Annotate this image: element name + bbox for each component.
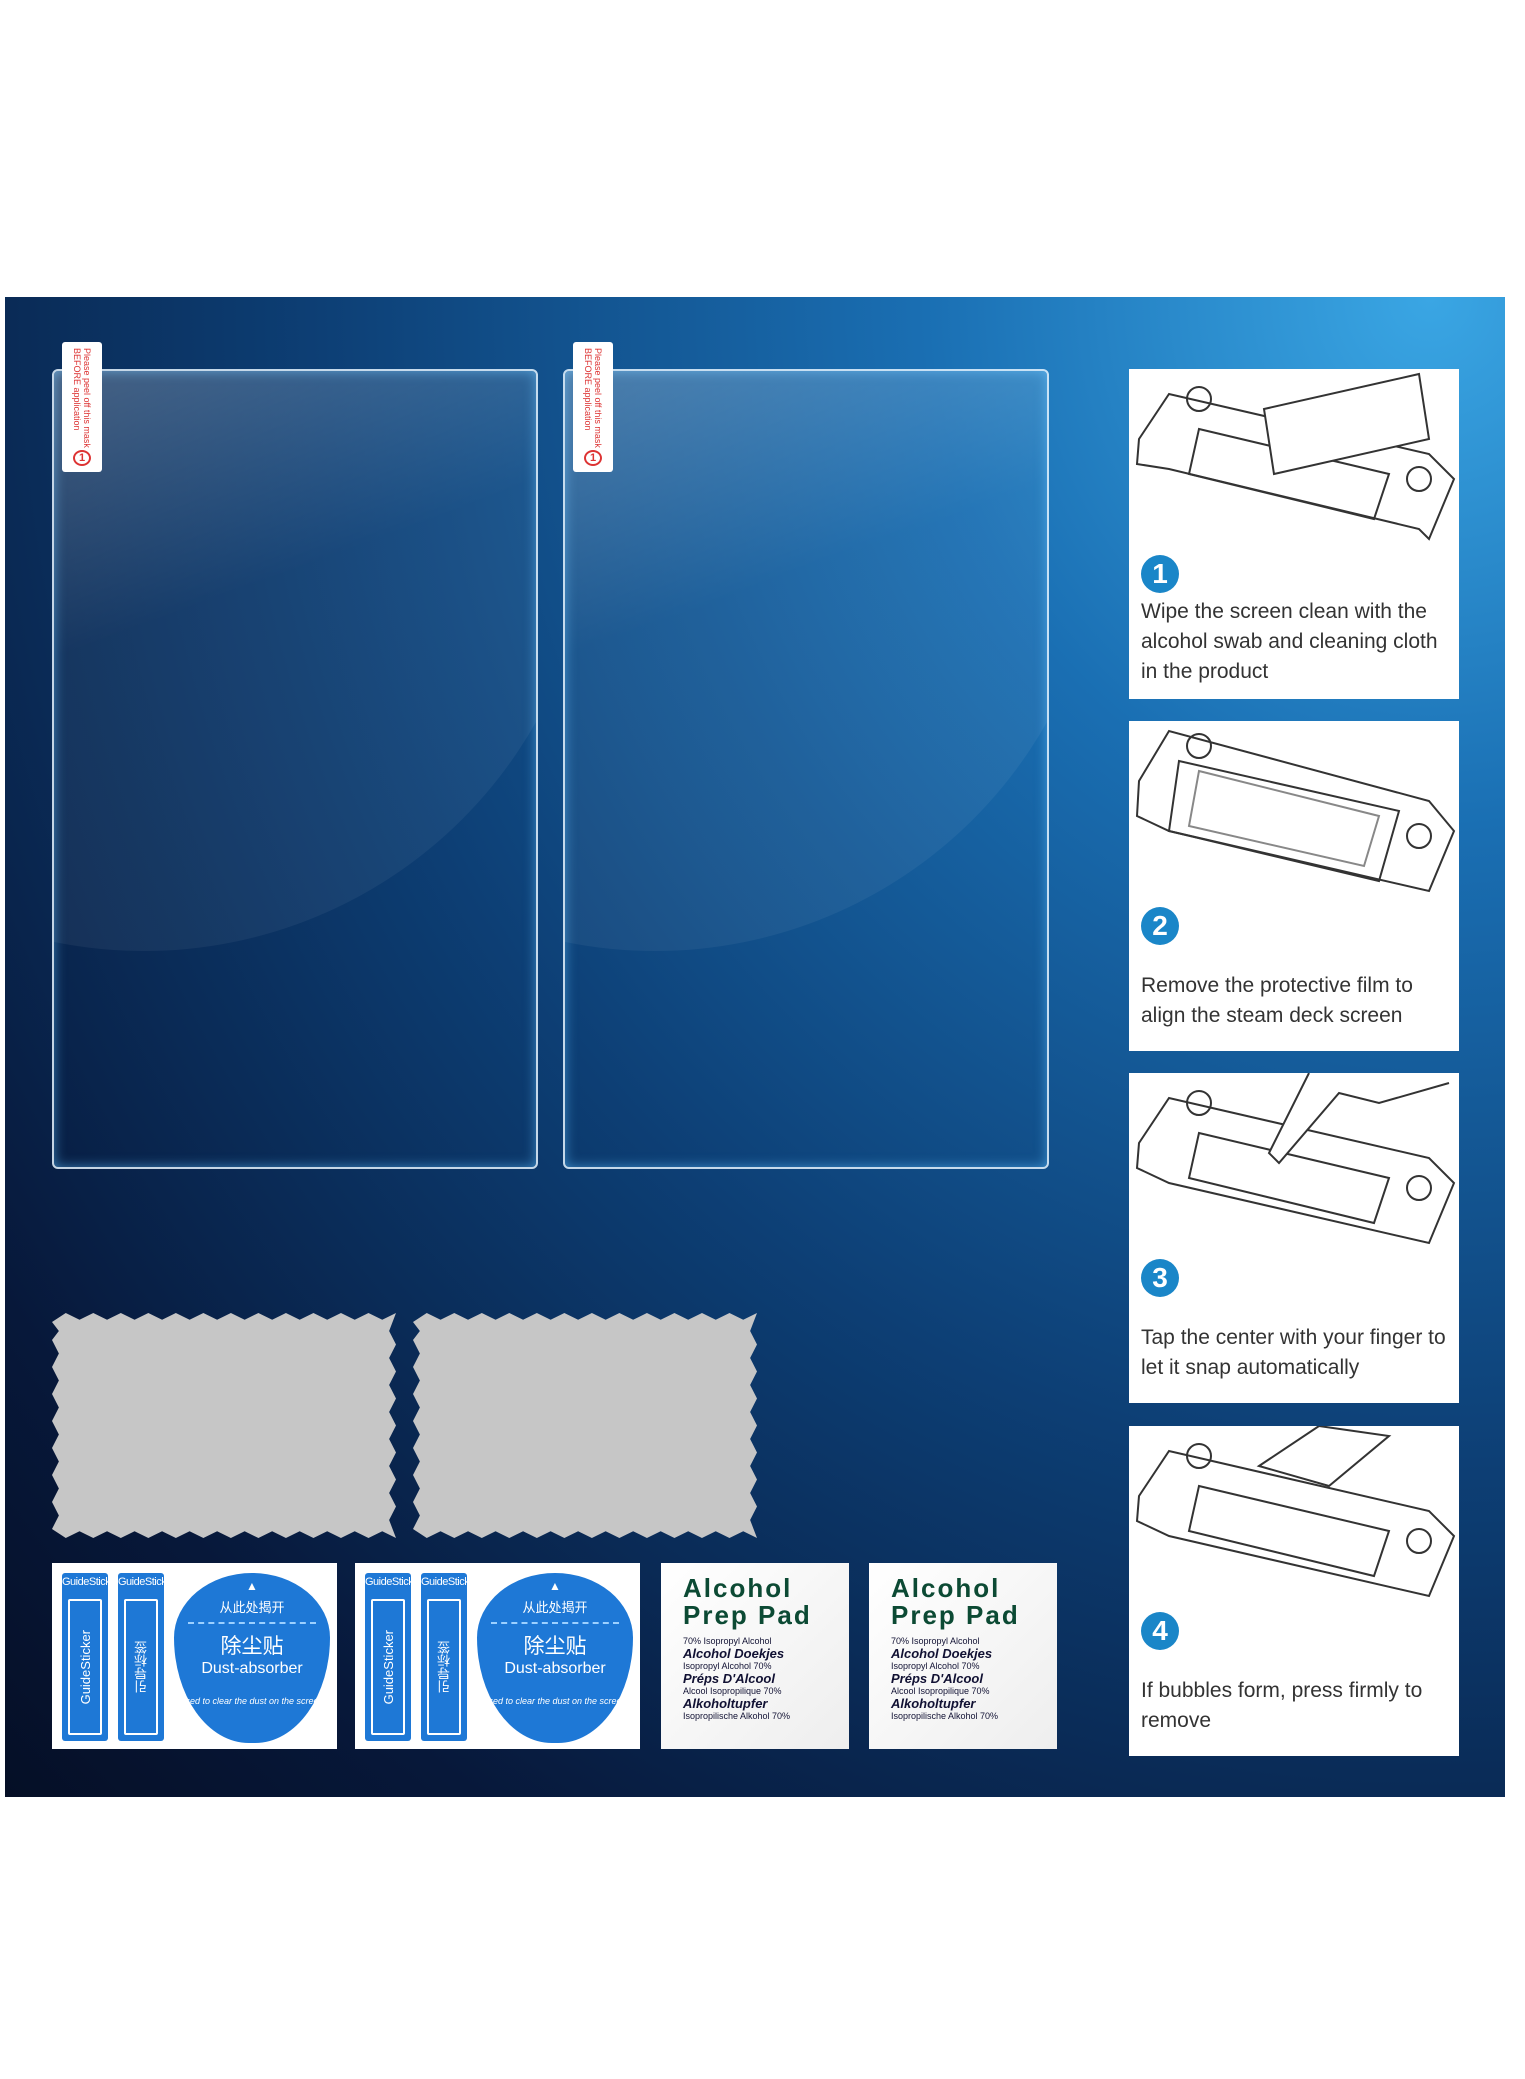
product-panel: Please peel off this mask BEFORE applica… [5,297,1505,1797]
step-card-3: 3 Tap the center with your finger to let… [1129,1073,1459,1403]
device-illustration [1135,1073,1456,1245]
step-number: 2 [1141,907,1179,945]
device-illustration [1135,1426,1456,1598]
peel-tab-number: 1 [73,450,91,466]
step-text: Wipe the screen clean with the alcohol s… [1141,600,1438,683]
step-text: Tap the center with your finger to let i… [1141,1326,1446,1379]
step-card-4: 4 If bubbles form, press firmly to remov… [1129,1426,1459,1756]
step-text: If bubbles form, press firmly to remove [1141,1679,1423,1732]
screen-protector-2 [563,369,1049,1169]
screen-protector-1 [52,369,538,1169]
peel-tab-2: Please peel off this mask BEFORE applica… [573,342,613,472]
cleaning-cloth-1 [52,1313,396,1538]
device-illustration [1135,729,1456,893]
step-card-2: 2 Remove the protective film to align th… [1129,721,1459,1051]
peel-tab-text: Please peel off this mask BEFORE applica… [72,348,92,448]
peel-tab-1: Please peel off this mask BEFORE applica… [62,342,102,472]
peel-tab-text: Please peel off this mask BEFORE applica… [583,348,603,448]
step-number: 4 [1141,1612,1179,1650]
step-card-1: 1 Wipe the screen clean with the alcohol… [1129,369,1459,699]
step-number: 3 [1141,1259,1179,1297]
step-number: 1 [1141,555,1179,593]
device-illustration [1135,372,1456,541]
peel-tab-number: 1 [584,450,602,466]
cleaning-cloth-2 [413,1313,757,1538]
step-text: Remove the protective film to align the … [1141,974,1413,1027]
